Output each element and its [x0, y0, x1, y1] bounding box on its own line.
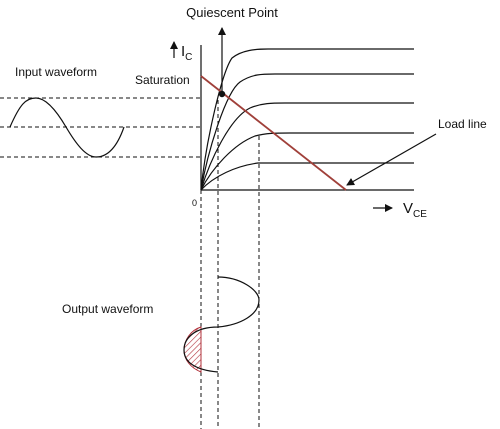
q-point-marker [218, 90, 226, 98]
input-sine-wave [9, 97, 125, 158]
characteristic-curve-1 [200, 48, 414, 191]
characteristic-curve-2 [200, 73, 414, 191]
input-waveform-label: Input waveform [15, 65, 97, 79]
characteristic-curve-5 [200, 162, 414, 191]
load-line [200, 75, 347, 191]
ic-axis-label: IC [181, 43, 192, 63]
load-line-arrow [346, 133, 437, 186]
output-waveform-label: Output waveform [62, 302, 153, 316]
vce-axis-label: VCE [403, 200, 427, 220]
saturation-label: Saturation [135, 73, 190, 87]
output-wave [183, 276, 260, 373]
characteristic-curve-3 [200, 102, 414, 191]
load-line-label: Load line [438, 117, 487, 131]
origin-label: 0 [192, 198, 197, 208]
title-quiescent-point: Quiescent Point [186, 5, 278, 20]
characteristic-curve-4 [200, 132, 414, 191]
